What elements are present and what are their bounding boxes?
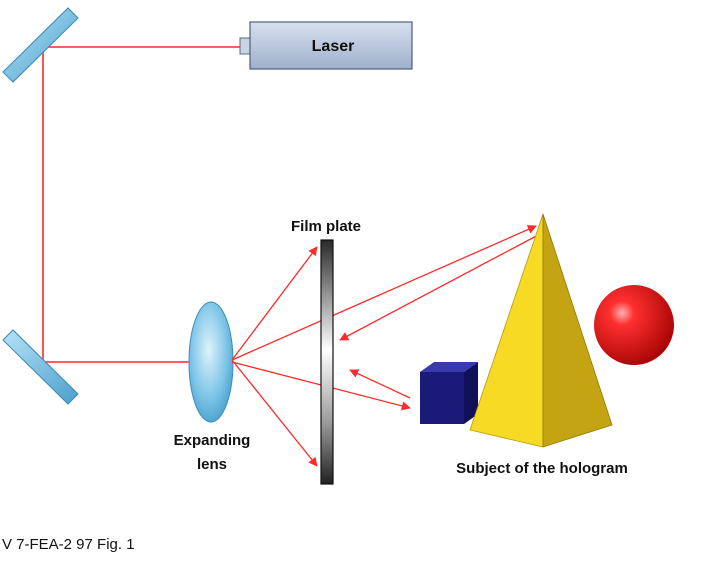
subject-label: Subject of the hologram — [456, 460, 628, 477]
subject-cube — [420, 362, 478, 424]
object-beams — [339, 233, 541, 399]
figure-caption: V 7-FEA-2 97 Fig. 1 — [2, 536, 135, 553]
top-mirror — [2, 7, 79, 83]
film-plate — [320, 239, 334, 485]
lens-label-line1: Expanding — [174, 432, 251, 449]
lens-label-line2: lens — [197, 456, 227, 473]
bottom-mirror — [2, 329, 79, 405]
laser-device: Laser — [239, 21, 413, 70]
subject-pyramid — [469, 213, 613, 448]
film-plate-label: Film plate — [291, 218, 361, 235]
laser-beam-path — [42, 46, 248, 363]
expanding-lens — [188, 301, 234, 423]
laser-label: Laser — [312, 38, 355, 55]
subject-sphere — [594, 285, 674, 365]
